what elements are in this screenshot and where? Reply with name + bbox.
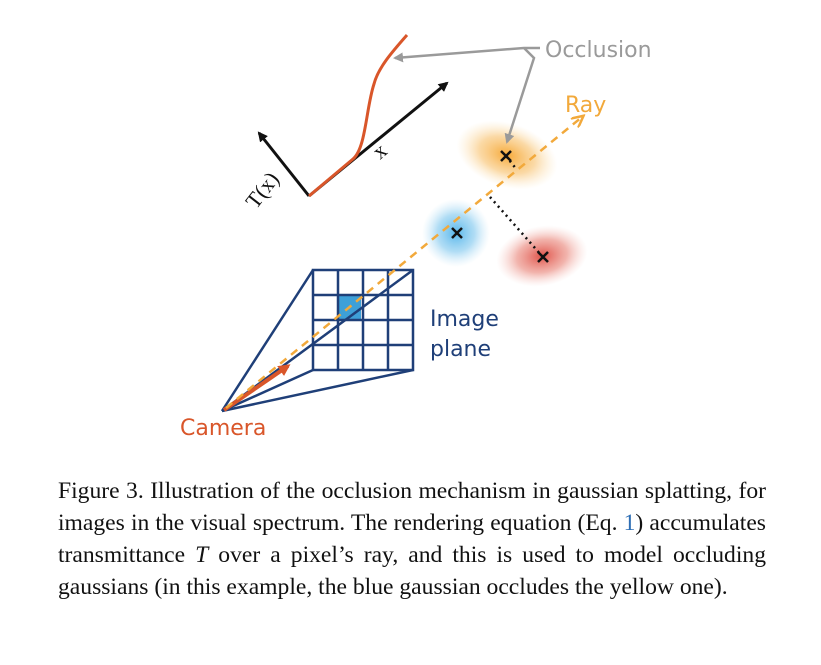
transmittance-curve [308,34,409,198]
occlusion-arrow-to-curve [393,46,540,63]
camera-label: Camera [180,416,266,441]
gaussian-centers [451,150,549,263]
caption-text-3: over a pixel’s ray, and this is used to … [58,542,766,600]
image-plane-label-line2: plane [430,337,491,362]
occlusion-diagram: Occlusion Ray Image plane Camera T(x) x [180,34,652,441]
ray-label: Ray [565,93,606,118]
occlusion-arrows [393,46,540,144]
projection-dotted-link [489,196,543,257]
frustum-edge-bottom-left [221,368,314,413]
frustum-edge-top [220,269,315,412]
x-axis-label: x [367,138,391,164]
blue-center-marker [451,227,463,239]
t-axis-arrow [257,131,311,197]
ray-line [225,117,582,409]
frustum-edge-bottom-right [221,368,414,413]
transmittance-plot [257,34,449,198]
transmittance-axis-label: T(x) [240,167,284,213]
equation-reference-link[interactable]: 1 [623,510,636,536]
figure-caption: Figure 3. Illustration of the occlusion … [58,475,766,603]
red-center-marker [537,251,549,263]
occlusion-arrow-to-gaussian [504,47,536,144]
camera-direction-arrow [222,364,291,412]
occlusion-label: Occlusion [545,38,652,63]
caption-text-2: ) accumulates transmittance [58,510,766,568]
caption-text-1: Figure 3. Illustration of the occlusion … [58,478,766,536]
image-plane-label-line1: Image [430,307,499,332]
yellow-center-marker [500,150,512,162]
transmittance-symbol: T [195,542,209,568]
